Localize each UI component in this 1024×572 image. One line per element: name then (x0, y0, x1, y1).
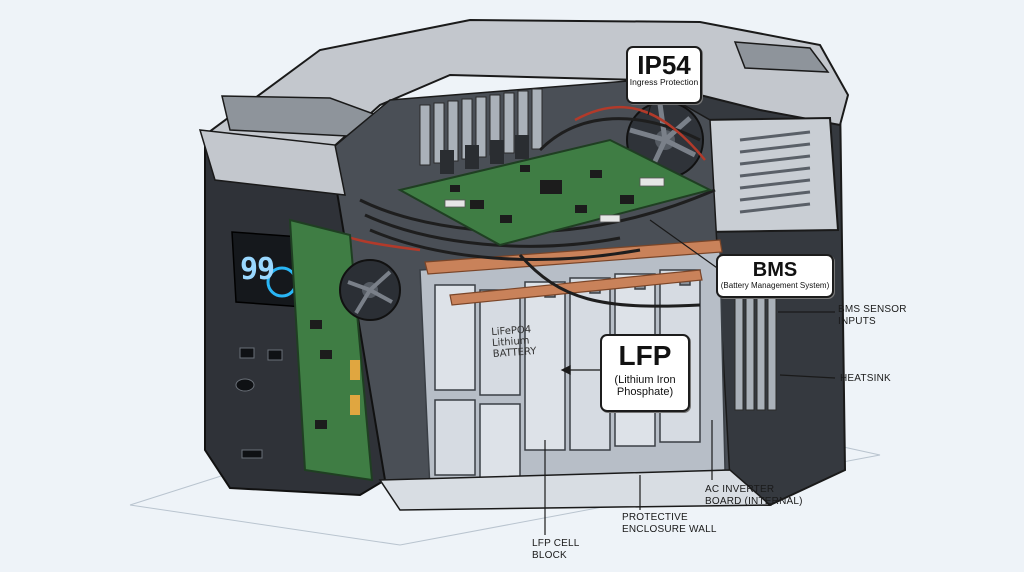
label-lfp-cell-block: LFP CELL BLOCK (532, 538, 580, 561)
base-rail (378, 469, 772, 511)
main-pcb (397, 135, 713, 247)
bms-callout: BMS (Battery Management System) (716, 254, 834, 298)
wiring-harness (359, 117, 716, 308)
bms-subtitle: (Battery Management System) (720, 281, 830, 290)
label-ac-inverter-board: AC INVERTER BOARD (INTERNAL) (705, 484, 803, 507)
bms-title: BMS (752, 259, 798, 281)
ip54-subtitle: Ingress Protection (629, 77, 699, 87)
lfp-subtitle: (Lithium Iron Phosphate) (614, 374, 676, 399)
ip54-callout: IP54 Ingress Protection (626, 46, 702, 104)
label-protective-enclosure-wall: PROTECTIVE ENCLOSURE WALL (622, 512, 717, 535)
ip54-title: IP54 (637, 50, 691, 80)
label-heatsink: HEATSINK (840, 373, 891, 384)
side-panel-right (698, 116, 840, 234)
vent-grille (739, 130, 811, 214)
lfp-callout: LFP (Lithium Iron Phosphate) (600, 334, 690, 412)
lid-handle-right (733, 41, 830, 73)
lcd-readout: 99 (240, 252, 275, 287)
label-bms-sensor-inputs: BMS SENSOR INPUTS (838, 304, 907, 327)
lfp-title: LFP (618, 340, 672, 371)
front-bezel (198, 129, 346, 196)
front-fan (339, 259, 401, 321)
top-heatsink (419, 88, 543, 166)
leader-lines (544, 99, 836, 535)
cell-print-text: LiFePO4 Lithium BATTERY (490, 324, 537, 361)
